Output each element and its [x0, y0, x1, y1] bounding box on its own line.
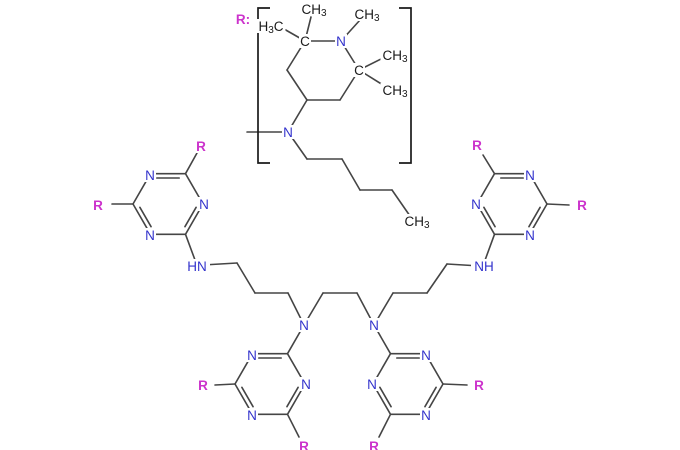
double-bond-inner-line [528, 206, 541, 228]
r-br-bottom: R [369, 439, 379, 450]
n-bl-right: N [301, 377, 311, 392]
n1: N [336, 34, 346, 49]
r-br-bottom-bg [368, 439, 380, 450]
n-ur-bottom-bg [524, 228, 536, 242]
ch3-c2-top-bg [299, 2, 329, 16]
r-ul-left: R [93, 198, 103, 213]
bond-line [184, 233, 196, 261]
bond-line [236, 262, 256, 294]
ch3-pentyl: CH3 [404, 214, 430, 231]
r-bl-bottom: R [299, 439, 309, 450]
n-ul-topleft: N [145, 168, 155, 183]
r-ul-top-bg [195, 139, 207, 153]
n-br-topright: N [421, 348, 431, 363]
n-ur-topright-bg [524, 168, 536, 182]
n-ul-bottom-bg [144, 228, 156, 242]
n-br-bottom-bg [420, 408, 432, 422]
n-center-right: N [369, 318, 379, 333]
ch3-c6-dn-bg [380, 83, 410, 97]
bond-line [286, 69, 308, 101]
r-ur-right-bg [576, 198, 588, 212]
r-ul-left-bg [92, 198, 104, 212]
nh-right: NH [474, 259, 494, 274]
n-ul-right-bg [198, 197, 210, 211]
n-ur-bottom: N [525, 228, 535, 243]
double-bond-inner-line [241, 386, 254, 408]
r-bl-left: R [198, 378, 208, 393]
bond-line [214, 383, 236, 386]
ch3-c6-dn: CH3 [382, 83, 408, 100]
bracket-left [257, 7, 270, 164]
n-center-right-bg [368, 318, 380, 332]
n-center-left-bg [298, 318, 310, 332]
r-ur-top: R [472, 138, 482, 153]
c6-bg [353, 63, 365, 77]
r-ur-top-bg [471, 138, 483, 152]
bond-line [546, 203, 570, 206]
hn-left: HN [187, 259, 207, 274]
n-ur-topright: N [525, 168, 535, 183]
bracket-right [399, 7, 412, 164]
double-bond-inner-line [379, 386, 392, 408]
n-ul-right: N [199, 197, 209, 212]
n-bl-bottom-bg [246, 408, 258, 422]
n-bl-bottom: N [247, 408, 257, 423]
r-ul-top: R [196, 139, 206, 154]
n1-bg [335, 34, 347, 48]
bond-line [483, 233, 496, 264]
double-bond-inner-line [184, 206, 197, 228]
bond-line [341, 158, 361, 191]
bond-line [391, 189, 411, 217]
r-br-right: R [474, 378, 484, 393]
hn-left-bg [184, 259, 210, 273]
n-br-left-bg [366, 377, 378, 391]
n-ur-left: N [471, 197, 481, 212]
double-bond-inner-line [286, 386, 299, 408]
n-bl-topleft: N [247, 348, 257, 363]
bond-line [184, 152, 198, 175]
n-amine: N [283, 125, 293, 140]
n-br-bottom: N [421, 408, 431, 423]
bond-line [426, 263, 448, 294]
n-amine-bg [282, 125, 294, 139]
bond-line [286, 413, 300, 438]
n-ur-left-bg [470, 197, 482, 211]
r-definition: R: [236, 12, 250, 27]
n-bl-topleft-bg [246, 348, 258, 362]
bond-line [378, 413, 392, 438]
ch3-n1: CH3 [354, 7, 380, 24]
ch3-pentyl-bg [402, 214, 432, 228]
n-center-left: N [299, 318, 309, 333]
n-ul-bottom: N [145, 228, 155, 243]
c2-bg [299, 34, 311, 48]
ch3-c6-up-bg [380, 48, 410, 62]
double-bond-inner-line [483, 206, 496, 228]
c2: C [300, 34, 310, 49]
bond-line [442, 383, 468, 386]
n-br-topright-bg [420, 348, 432, 362]
r-definition-bg [234, 12, 252, 26]
nh-right-bg [471, 259, 497, 273]
ch3-c6-up: CH3 [382, 48, 408, 65]
ch3-n1-bg [352, 7, 382, 21]
r-ur-right: R [577, 198, 587, 213]
n-ul-topleft-bg [144, 168, 156, 182]
r-bl-bottom-bg [298, 439, 310, 450]
r-bl-left-bg [197, 378, 209, 392]
r-br-right-bg [473, 378, 485, 392]
h3c-c2-bg [256, 19, 286, 33]
double-bond-inner-line [424, 386, 437, 408]
bond-line [482, 154, 496, 175]
n-br-left: N [367, 377, 377, 392]
double-bond-inner-line [139, 206, 152, 228]
ch3-c2-top: CH3 [301, 2, 327, 19]
c6: C [354, 63, 364, 78]
n-bl-right-bg [300, 377, 312, 391]
h3c-c2: H3C [258, 19, 283, 36]
